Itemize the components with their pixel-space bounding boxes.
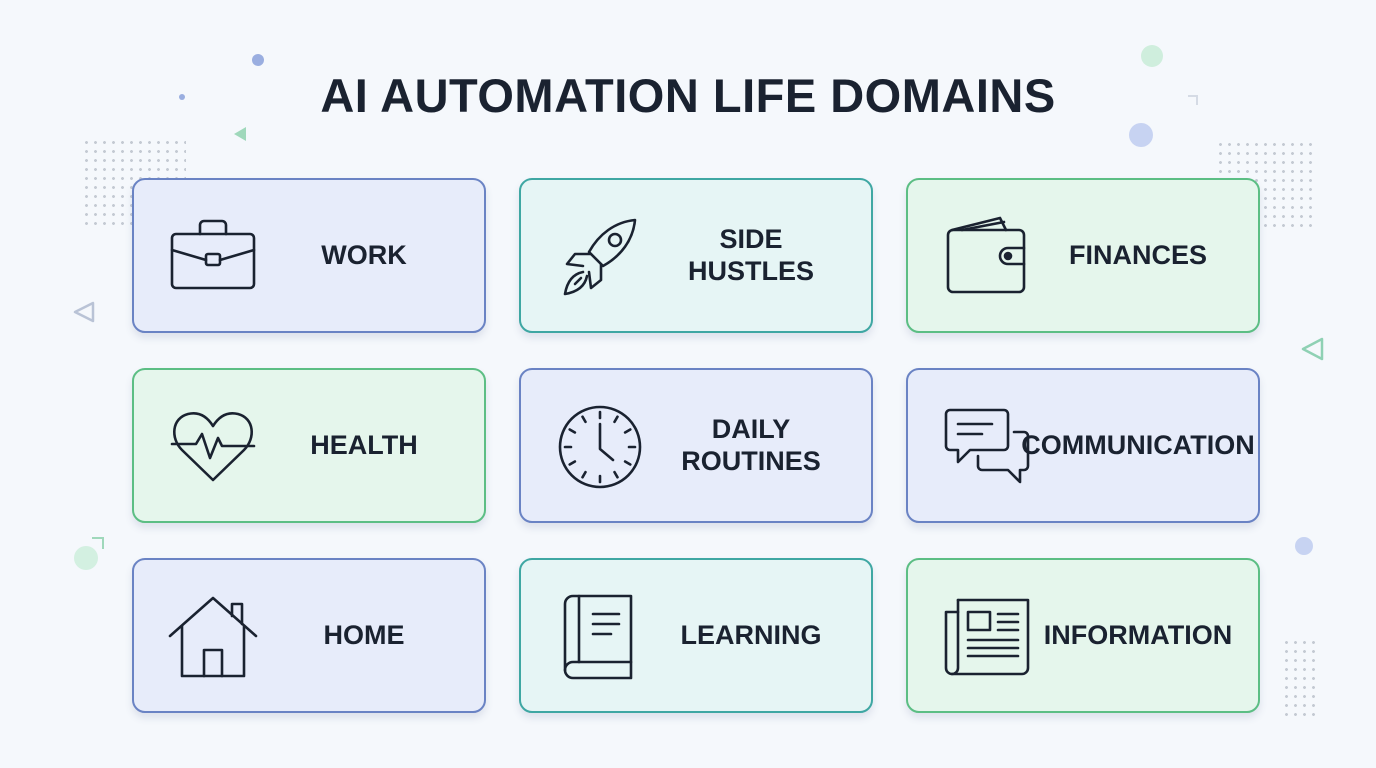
domain-label: COMMUNICATION — [1021, 429, 1255, 460]
page-title: AI AUTOMATION LIFE DOMAINS — [320, 69, 1056, 122]
decor-dot — [252, 54, 264, 66]
decor-dot — [179, 94, 185, 100]
domain-label: HOME — [323, 619, 405, 650]
domain-label: DAILY ROUTINES — [681, 413, 821, 476]
decor-triangle — [1301, 337, 1324, 361]
decor-chevron — [1188, 95, 1198, 105]
book-icon — [555, 594, 645, 680]
domain-card: COMMUNICATION — [906, 368, 1260, 523]
domain-card: INFORMATION — [906, 558, 1260, 713]
domain-card: HOME — [132, 558, 486, 713]
domain-label: WORK — [321, 239, 407, 270]
decor-dot — [1295, 537, 1313, 555]
house-icon — [168, 594, 258, 680]
decor-dot — [1129, 123, 1153, 147]
wallet-icon — [942, 214, 1032, 300]
briefcase-icon — [168, 214, 258, 300]
decor-chevron — [92, 537, 104, 549]
domain-card: LEARNING — [519, 558, 873, 713]
domain-label: FINANCES — [1068, 239, 1207, 270]
domain-card: WORK — [132, 178, 486, 333]
domain-label: INFORMATION — [1043, 619, 1233, 650]
domain-card: DAILY ROUTINES — [519, 368, 873, 523]
chat-bubbles-icon — [942, 404, 1032, 490]
domain-card: SIDE HUSTLES — [519, 178, 873, 333]
domain-card: HEALTH — [132, 368, 486, 523]
newspaper-icon — [942, 594, 1032, 680]
heart-pulse-icon — [168, 404, 258, 490]
rocket-icon — [555, 214, 645, 300]
domain-label: SIDE HUSTLES — [687, 223, 814, 286]
clock-icon — [555, 404, 645, 490]
decor-dot — [74, 546, 98, 570]
decor-triangle — [234, 127, 246, 141]
domain-card: FINANCES — [906, 178, 1260, 333]
domain-label: HEALTH — [310, 429, 418, 460]
decor-triangle — [73, 301, 95, 323]
domain-label: LEARNING — [680, 619, 822, 650]
dot-pattern-bottom-right — [1282, 638, 1316, 718]
decor-dot — [1141, 45, 1163, 67]
